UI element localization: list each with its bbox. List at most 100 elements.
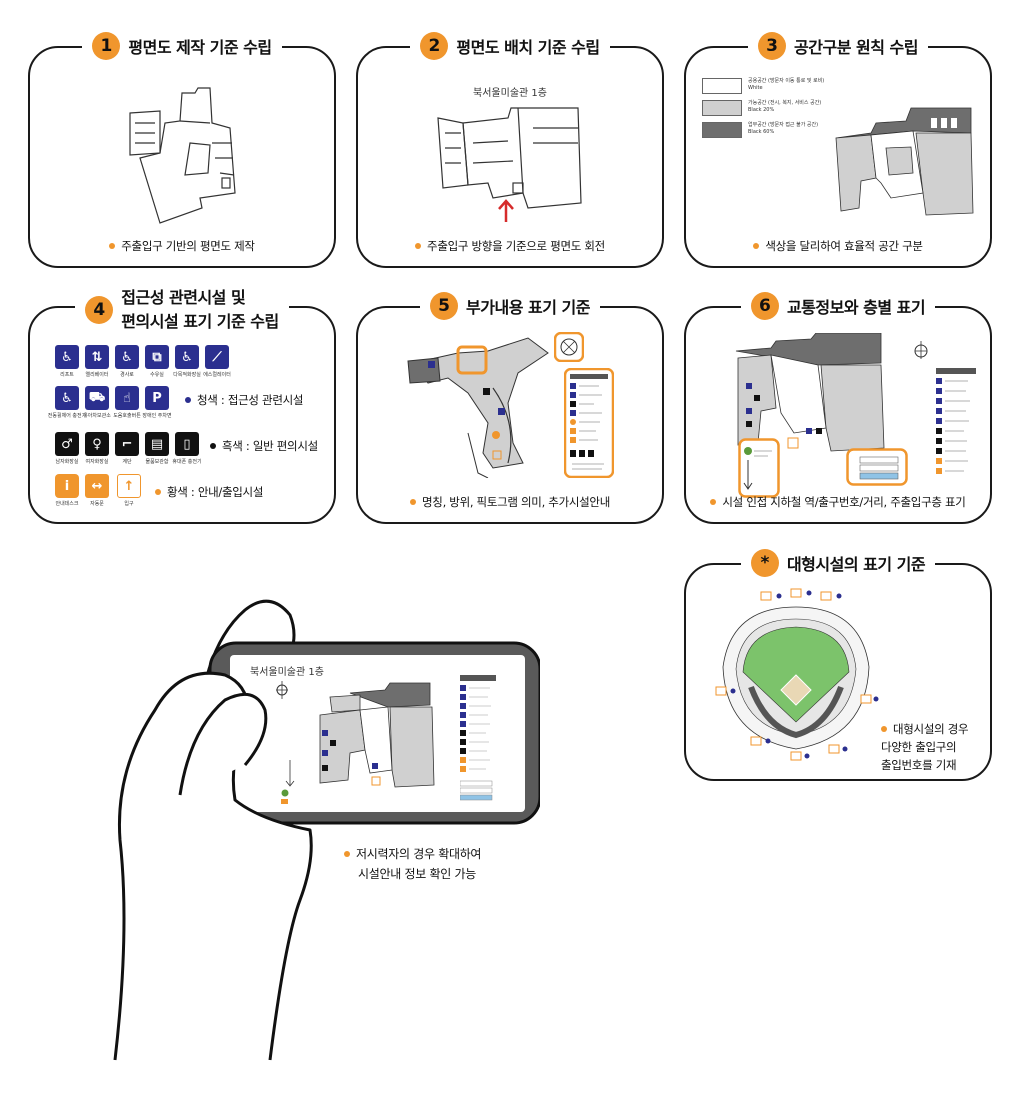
phone-caption: 저시력자의 경우 확대하여 시설안내 정보 확인 가능 xyxy=(344,844,481,884)
panel-caption: 대형시설의 경우 다양한 출입구의 출입번호를 기재 xyxy=(881,722,969,772)
stairs-icon: ⌐ xyxy=(115,432,139,456)
escalator-icon: ⟋ xyxy=(205,345,229,369)
legend-orange: 황색 : 안내/출입시설 xyxy=(155,484,263,500)
panel-caption: 색상을 달리하여 효율적 공간 구분 xyxy=(686,238,990,254)
floorplan-outline xyxy=(129,87,236,224)
icon-label: 리프트 xyxy=(60,372,74,378)
legend-blue: 청색 : 접근성 관련시설 xyxy=(185,392,303,408)
icon-label: 입구 xyxy=(124,501,134,507)
legend-black: 흑색 : 일반 편의시설 xyxy=(210,438,318,454)
panel-transport-floor: 6 교통정보와 층별 표기 시설 인접 지하철 역/출구번호/거리, 주출입구층… xyxy=(684,292,992,524)
step-badge: 5 xyxy=(430,292,459,320)
panel-caption: 주출입구 방향을 기준으로 평면도 회전 xyxy=(358,238,662,254)
bullet-icon xyxy=(185,396,191,403)
icon-label: 여자화장실 xyxy=(85,459,109,465)
panel-floorplan-orientation: 2 평면도 배치 기준 수립 북서울미술관 1층 주출입구 방향을 기준으로 평… xyxy=(356,32,664,268)
accessible-phone-icon: ♿ xyxy=(55,386,79,410)
colored-floorplan xyxy=(835,107,974,216)
panel-space-division: 3 공간구분 원칙 수립 공용공간 (방문자 이동 통로 및 로비)White … xyxy=(684,32,992,268)
icon-label: 휴대폰 충전기 xyxy=(172,459,202,465)
entrance-icon: ↑ xyxy=(117,474,141,498)
parking-icon: P xyxy=(145,386,169,410)
transport-floorplan xyxy=(735,333,885,452)
icon-label: 계단 xyxy=(122,459,132,465)
icon-label: 장애인 주차면 xyxy=(142,413,172,419)
screen-legend xyxy=(460,675,496,801)
wheelchair-icon: ♿ xyxy=(115,345,139,369)
phone-charger-icon: ▯ xyxy=(175,432,199,456)
step-badge: 6 xyxy=(750,292,779,320)
rotated-floorplan xyxy=(437,107,582,209)
bullet-icon xyxy=(881,725,887,732)
bullet-icon xyxy=(753,242,760,249)
hand-illustration xyxy=(113,599,540,1061)
step-badge: 2 xyxy=(420,32,449,60)
female-restroom-icon: ♀ xyxy=(85,432,109,456)
screen-title: 북서울미술관 1층 xyxy=(250,667,324,678)
step-badge: 1 xyxy=(92,32,121,60)
male-restroom-icon: ♂ xyxy=(55,432,79,456)
touch-icon: ☝ xyxy=(115,386,139,410)
screen-floorplan xyxy=(276,681,435,804)
icon-label: 남자화장실 xyxy=(55,459,79,465)
panel-large-facility: * 대형시설의 표기 기준 대형시설의 경우 다양한 출입구의 출입번호를 기재 xyxy=(684,549,992,781)
facility-legend xyxy=(936,368,976,474)
map-title: 북서울미술관 1층 xyxy=(473,88,547,99)
annotated-floorplan xyxy=(407,337,549,478)
bullet-icon xyxy=(109,242,116,249)
elevator-icon: ⇅ xyxy=(85,345,109,369)
step-badge: 4 xyxy=(85,296,114,324)
swatch-staff xyxy=(702,122,742,138)
entrance-arrow-icon xyxy=(498,199,514,222)
panel-title: 공간구분 원칙 수립 xyxy=(794,38,918,57)
panel-title: 대형시설의 표기 기준 xyxy=(786,555,926,574)
phone-screen: 북서울미술관 1층 xyxy=(230,655,525,812)
panel-caption: 명칭, 방위, 픽토그램 의미, 추가시설안내 xyxy=(358,494,662,510)
swatch-label: 가능공간 (전시, 복지, 서비스 공간)Black 20% xyxy=(748,100,822,113)
automatic-door-icon: ↔ xyxy=(85,474,109,498)
lift-icon: ⧉ xyxy=(145,345,169,369)
facility-legend-box xyxy=(564,368,614,478)
panel-additional-info: 5 부가내용 표기 기준 명칭, 방위, 픽토그램 의미, 추가시설안내 xyxy=(356,292,664,524)
locker-icon: ▤ xyxy=(145,432,169,456)
icon-label: 엘리베이터 xyxy=(85,372,109,378)
icon-label: 유아차보관소 xyxy=(83,413,111,419)
icon-label: 수유실 xyxy=(150,372,164,378)
panel-floorplan-creation: 1 평면도 제작 기준 수립 주출입구 기반의 평면도 제작 xyxy=(28,32,336,268)
floor-indicator-box xyxy=(846,448,908,486)
panel-title: 평면도 배치 기준 수립 xyxy=(456,38,600,57)
subway-info-box xyxy=(738,438,780,498)
compass-icon xyxy=(554,332,584,362)
icon-label: 자동문 xyxy=(90,501,104,507)
panel-title: 부가내용 표기 기준 xyxy=(466,298,590,317)
icon-label: 물품보관함 xyxy=(145,459,169,465)
panel-title: 평면도 제작 기준 수립 xyxy=(128,38,272,57)
accessible-parking-icon: ♿ xyxy=(175,345,199,369)
bullet-icon xyxy=(210,442,216,449)
panel-caption: 시설 인접 지하철 역/출구번호/거리, 주출입구층 표기 xyxy=(686,494,990,510)
info-icon: i xyxy=(55,474,79,498)
bullet-icon xyxy=(155,488,161,495)
step-badge: 3 xyxy=(758,32,787,60)
stroller-icon: ⛟ xyxy=(85,386,109,410)
bullet-icon xyxy=(415,242,422,249)
swatch-function xyxy=(702,100,742,116)
bullet-icon xyxy=(710,498,717,505)
panel-title: 교통정보와 층별 표기 xyxy=(786,298,926,317)
swatch-label: 공용공간 (방문자 이동 통로 및 로비)White xyxy=(748,78,825,91)
icon-label: 다목적화장실 xyxy=(173,372,201,378)
icon-label: 전동휠체어 충전기 xyxy=(47,413,87,419)
stadium-map xyxy=(715,588,879,761)
step-badge: * xyxy=(750,549,779,577)
bullet-icon xyxy=(410,498,417,505)
icon-label: 도움호출버튼 xyxy=(113,413,141,419)
swatch-label: 업무공간 (방문자 접근 불가 공간)Black 60% xyxy=(748,122,819,135)
icon-label: 안내데스크 xyxy=(55,501,79,507)
bullet-icon xyxy=(344,850,350,857)
panel-caption: 주출입구 기반의 평면도 제작 xyxy=(30,238,334,254)
swatch-public xyxy=(702,78,742,94)
icon-label: 에스컬레이터 xyxy=(203,372,231,378)
wheelchair-ramp-icon: ♿ xyxy=(55,345,79,369)
